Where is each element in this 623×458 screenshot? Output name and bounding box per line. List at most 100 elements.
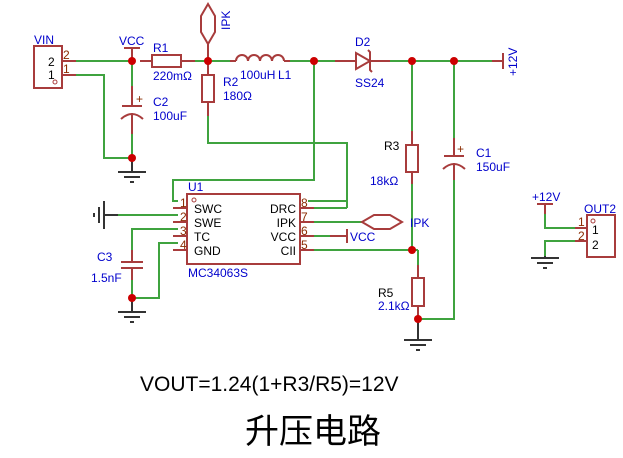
wire xyxy=(544,214,575,229)
junction-dot xyxy=(128,154,136,162)
vin-pin-1-inner: 1 xyxy=(48,68,55,82)
wire xyxy=(132,242,178,299)
out2-pin-1-number: 1 xyxy=(578,215,585,229)
c2-ref: C2 xyxy=(153,95,169,109)
plus12v-output-label: +12V xyxy=(506,48,520,76)
junctions xyxy=(128,57,458,323)
vcc-pin6-power-symbol: VCC xyxy=(330,229,376,244)
diagram-title: 升压电路 xyxy=(245,412,381,452)
l1-ref: L1 xyxy=(278,68,292,82)
r5-ref: R5 xyxy=(378,286,394,300)
u1-body xyxy=(186,193,301,265)
junction-dot xyxy=(408,57,416,65)
u1-ref: U1 xyxy=(188,180,204,194)
l1-inductor: 100uH L1 xyxy=(230,54,292,82)
u1-pin-cii: CII xyxy=(281,244,296,258)
junction-dot xyxy=(450,57,458,65)
u1-pin-4-number: 4 xyxy=(180,238,187,252)
r1-value: 220mΩ xyxy=(153,69,192,83)
r3-ref: R3 xyxy=(384,139,400,153)
out2-pin-2-number: 2 xyxy=(578,229,585,243)
c2-plus-icon: + xyxy=(136,92,143,106)
r2-value: 180Ω xyxy=(223,89,252,103)
plus12v-out2-symbol: +12V xyxy=(532,190,560,214)
pin1-marker-icon xyxy=(191,197,197,203)
ground-icon xyxy=(531,256,559,269)
d2-ref: D2 xyxy=(355,35,371,49)
inductor-coil-icon xyxy=(235,54,285,62)
r3-body xyxy=(405,144,419,173)
u1-pin-gnd: GND xyxy=(194,244,221,258)
d2-diode: D2 SS24 xyxy=(335,35,390,90)
r1-body xyxy=(151,54,182,68)
u1-pin-3-number: 3 xyxy=(180,224,187,238)
u1-pin-5-number: 5 xyxy=(301,238,308,252)
wire xyxy=(207,100,348,202)
c3-value: 1.5nF xyxy=(91,271,122,285)
c2-capacitor: + C2 100uF xyxy=(120,86,187,134)
vin-connector: VIN 2 1 2 1 xyxy=(33,33,76,89)
c2-value: 100uF xyxy=(153,109,187,123)
r3-resistor: R3 18kΩ xyxy=(370,131,419,188)
r5-resistor: R5 2.1kΩ xyxy=(378,265,425,319)
wires xyxy=(76,60,575,320)
u1-pin-tc: TC xyxy=(194,230,210,244)
r2-ref: R2 xyxy=(223,75,239,89)
c1-capacitor: + C1 150uF xyxy=(442,138,510,180)
junction-dot xyxy=(414,315,422,323)
wire xyxy=(418,180,455,320)
u1-pin-6-number: 6 xyxy=(301,224,308,238)
out2-pin-1-inner: 1 xyxy=(592,223,599,237)
junction-dot xyxy=(204,57,212,65)
plus12v-output-symbol: +12V xyxy=(492,48,520,76)
output-voltage-formula: VOUT=1.24(1+R3/R5)=12V xyxy=(140,373,399,396)
u1-part: MC34063S xyxy=(188,266,248,280)
u1-pin-7-number: 7 xyxy=(301,210,308,224)
wire xyxy=(76,74,132,159)
c1-value: 150uF xyxy=(476,160,510,174)
u1-pin-drc: DRC xyxy=(270,202,296,216)
vcc-pin6-label: VCC xyxy=(350,230,376,244)
wire xyxy=(131,228,178,250)
l1-value: 100uH xyxy=(240,68,275,82)
u1-pin-swe: SWE xyxy=(194,216,221,230)
c3-capacitor: C3 1.5nF xyxy=(91,250,143,285)
plus12v-out2-label: +12V xyxy=(532,190,560,204)
net-flag-icon xyxy=(200,2,216,46)
out2-connector: OUT2 1 2 1 2 xyxy=(575,202,616,258)
vcc-power-symbol: VCC xyxy=(119,34,145,61)
vin-connector-body xyxy=(33,45,63,89)
junction-dot xyxy=(128,294,136,302)
r2-body xyxy=(201,74,215,103)
wire xyxy=(544,240,575,256)
out2-pin-2-inner: 2 xyxy=(592,238,599,252)
junction-dot xyxy=(408,246,416,254)
wire xyxy=(172,61,315,202)
r5-value: 2.1kΩ xyxy=(378,299,410,313)
r3-value: 18kΩ xyxy=(370,174,398,188)
ground-icon xyxy=(93,201,118,229)
r5-body xyxy=(411,277,425,307)
diode-triangle-icon xyxy=(355,51,373,71)
u1-pin-8-number: 8 xyxy=(301,196,308,210)
junction-dot xyxy=(310,57,318,65)
net-flag-icon xyxy=(360,214,404,230)
ipk-label-top: IPK xyxy=(219,11,233,30)
ipk-net-flag-top: IPK xyxy=(200,2,233,61)
u1-pin-swc: SWC xyxy=(194,202,222,216)
ipk-net-flag-right: IPK xyxy=(360,214,429,230)
u1-mc34063-chip: U1 MC34063S 1 2 3 4 SWC SWE TC GND 8 7 6… xyxy=(173,180,314,280)
vin-pin-2-inner: 2 xyxy=(48,55,55,69)
r1-resistor: R1 220mΩ xyxy=(140,41,195,83)
r1-ref: R1 xyxy=(153,41,169,55)
pin1-marker-icon xyxy=(590,218,596,224)
ground-icon xyxy=(404,319,432,351)
u1-pin-1-number: 1 xyxy=(180,196,187,210)
u1-pin-ipk: IPK xyxy=(277,216,296,230)
out2-label: OUT2 xyxy=(584,202,616,216)
u1-pin-vcc: VCC xyxy=(271,230,297,244)
u1-pin-2-number: 2 xyxy=(180,210,187,224)
ipk-label-right: IPK xyxy=(410,216,429,230)
c1-ref: C1 xyxy=(476,146,492,160)
